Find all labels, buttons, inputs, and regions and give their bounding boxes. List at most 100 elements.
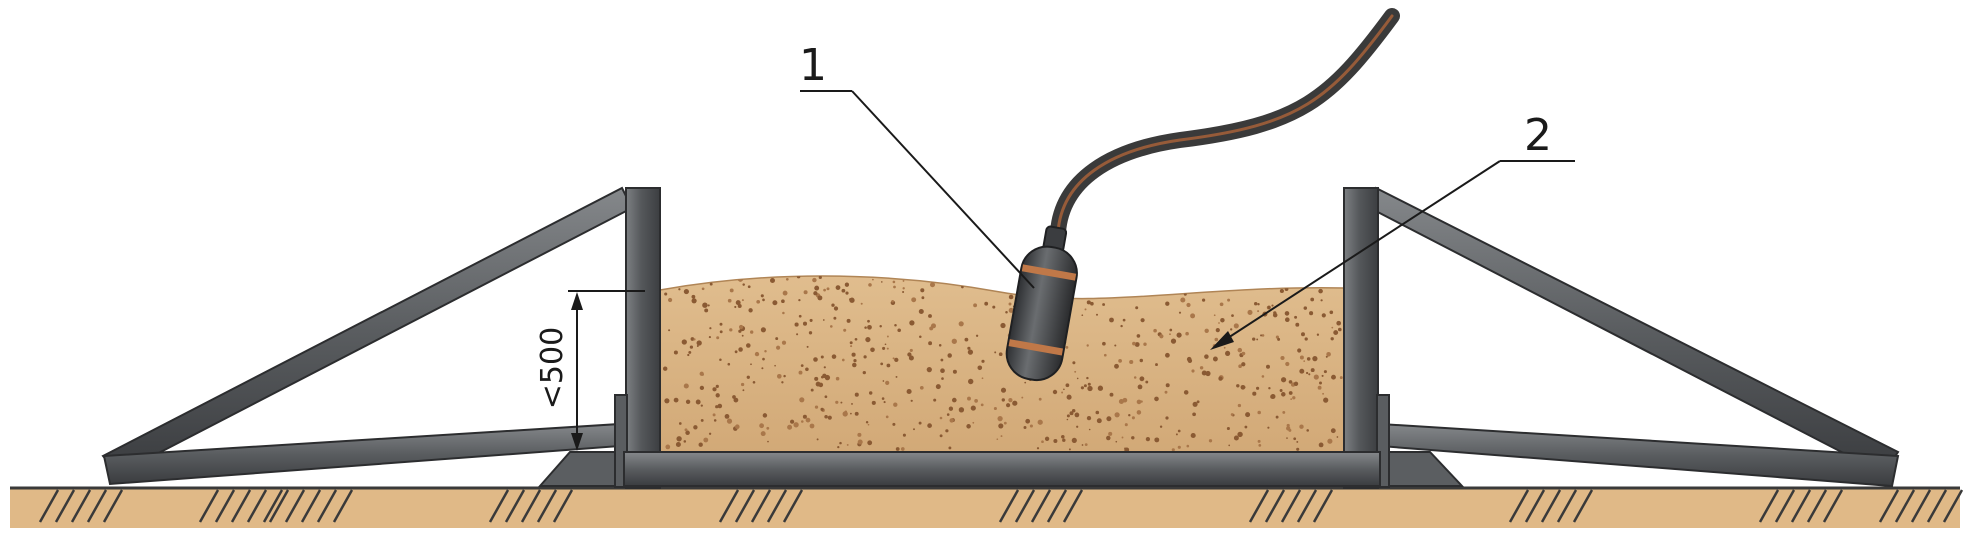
sand-speck — [1313, 374, 1319, 380]
sand-speck — [975, 334, 979, 337]
sand-speck — [1029, 424, 1033, 428]
hatch-stroke — [766, 489, 788, 523]
sand-mass — [659, 275, 1346, 453]
sand-speck — [703, 437, 709, 443]
sand-speck — [699, 385, 705, 391]
sand-speck — [1267, 426, 1270, 429]
sand-speck — [919, 335, 922, 338]
sand-speck — [862, 370, 866, 375]
sand-speck — [802, 414, 807, 419]
right-foot-wedge — [1379, 451, 1465, 487]
sand-speck — [1133, 376, 1137, 379]
sand-speck — [1167, 282, 1172, 287]
sand-speck — [1091, 283, 1097, 289]
sand-speck — [882, 346, 886, 350]
sand-speck — [849, 341, 853, 345]
sand-speck — [1238, 364, 1242, 369]
sand-speck — [691, 298, 697, 304]
sand-speck — [992, 305, 996, 309]
sand-speck — [1145, 380, 1149, 384]
sand-speck — [940, 358, 944, 362]
hatch-stroke — [1926, 489, 1948, 523]
sand-speck — [1319, 381, 1322, 385]
sand-speck — [1230, 413, 1234, 416]
sand-speck — [738, 329, 742, 333]
sand-speck — [1286, 426, 1291, 431]
sand-speck — [741, 299, 744, 302]
sand-speck — [1244, 425, 1248, 429]
sand-speck — [1008, 397, 1013, 403]
hatch-stroke — [1046, 489, 1068, 523]
sand-speck — [806, 345, 809, 348]
hatch-stroke — [1878, 489, 1900, 523]
sand-speck — [929, 282, 936, 288]
sand-speck — [961, 285, 964, 289]
hatch-stroke — [520, 489, 542, 523]
sand-speck — [1000, 387, 1007, 393]
left-post — [625, 187, 661, 489]
sand-speck — [782, 311, 785, 315]
sand-speck — [1069, 411, 1074, 416]
sand-speck — [715, 393, 720, 398]
sand-speck — [1129, 359, 1134, 365]
sand-speck — [981, 359, 985, 363]
sand-speck — [1041, 440, 1044, 444]
vibrator-probe — [1005, 225, 1078, 382]
sand-speck — [1280, 355, 1285, 361]
sand-speck — [1285, 361, 1290, 367]
sand-speck — [1124, 423, 1128, 427]
sand-speck — [1239, 276, 1242, 278]
sand-speck — [747, 285, 751, 289]
sand-speck — [1053, 439, 1058, 443]
sand-speck — [713, 419, 717, 422]
sand-speck — [984, 301, 989, 306]
sand-speck — [1139, 358, 1144, 363]
sand-speck — [886, 335, 889, 338]
sand-speck — [1323, 370, 1327, 374]
sand-speck — [1080, 290, 1086, 295]
sand-speck — [1118, 398, 1124, 405]
sand-speck — [817, 295, 823, 301]
sand-speck — [867, 324, 872, 330]
sand-speck — [664, 292, 668, 296]
sand-speck — [1143, 342, 1147, 346]
sand-speck — [1254, 302, 1258, 306]
sand-speck — [892, 357, 895, 360]
sand-speck — [1106, 416, 1112, 422]
sand-speck — [818, 276, 822, 280]
sand-speck — [1317, 385, 1322, 390]
sand-speck — [1120, 324, 1123, 328]
sand-speck — [951, 338, 957, 344]
sand-speck — [1260, 334, 1263, 337]
sand-speck — [1169, 328, 1173, 332]
sand-speck — [853, 359, 857, 363]
sand-speck — [805, 417, 811, 423]
sand-speck — [1252, 337, 1256, 341]
sand-speck — [840, 401, 843, 404]
sand-speck — [831, 303, 835, 307]
sand-speck — [1305, 371, 1309, 375]
sand-speck — [918, 421, 922, 425]
sand-speck — [1286, 423, 1290, 428]
sand-speck — [676, 436, 682, 442]
sand-speck — [1322, 392, 1325, 395]
sand-speck — [998, 423, 1004, 429]
sand-speck — [1215, 328, 1220, 333]
sand-speck — [922, 277, 926, 281]
sand-speck — [750, 330, 754, 334]
sand-speck — [902, 287, 905, 290]
sand-speck — [1131, 436, 1135, 440]
hatch-stroke — [718, 489, 740, 523]
sand-speck — [886, 363, 891, 368]
sand-speck — [1081, 444, 1084, 446]
sand-speck — [796, 276, 801, 279]
sand-speck — [814, 405, 819, 409]
sand-speck — [883, 401, 886, 404]
sand-speck — [1096, 418, 1102, 424]
hatch-stroke — [1014, 489, 1036, 523]
sand-speck — [826, 287, 830, 291]
sand-speck — [1167, 287, 1172, 292]
sand-speck — [1296, 447, 1300, 451]
sand-speck — [902, 290, 905, 294]
